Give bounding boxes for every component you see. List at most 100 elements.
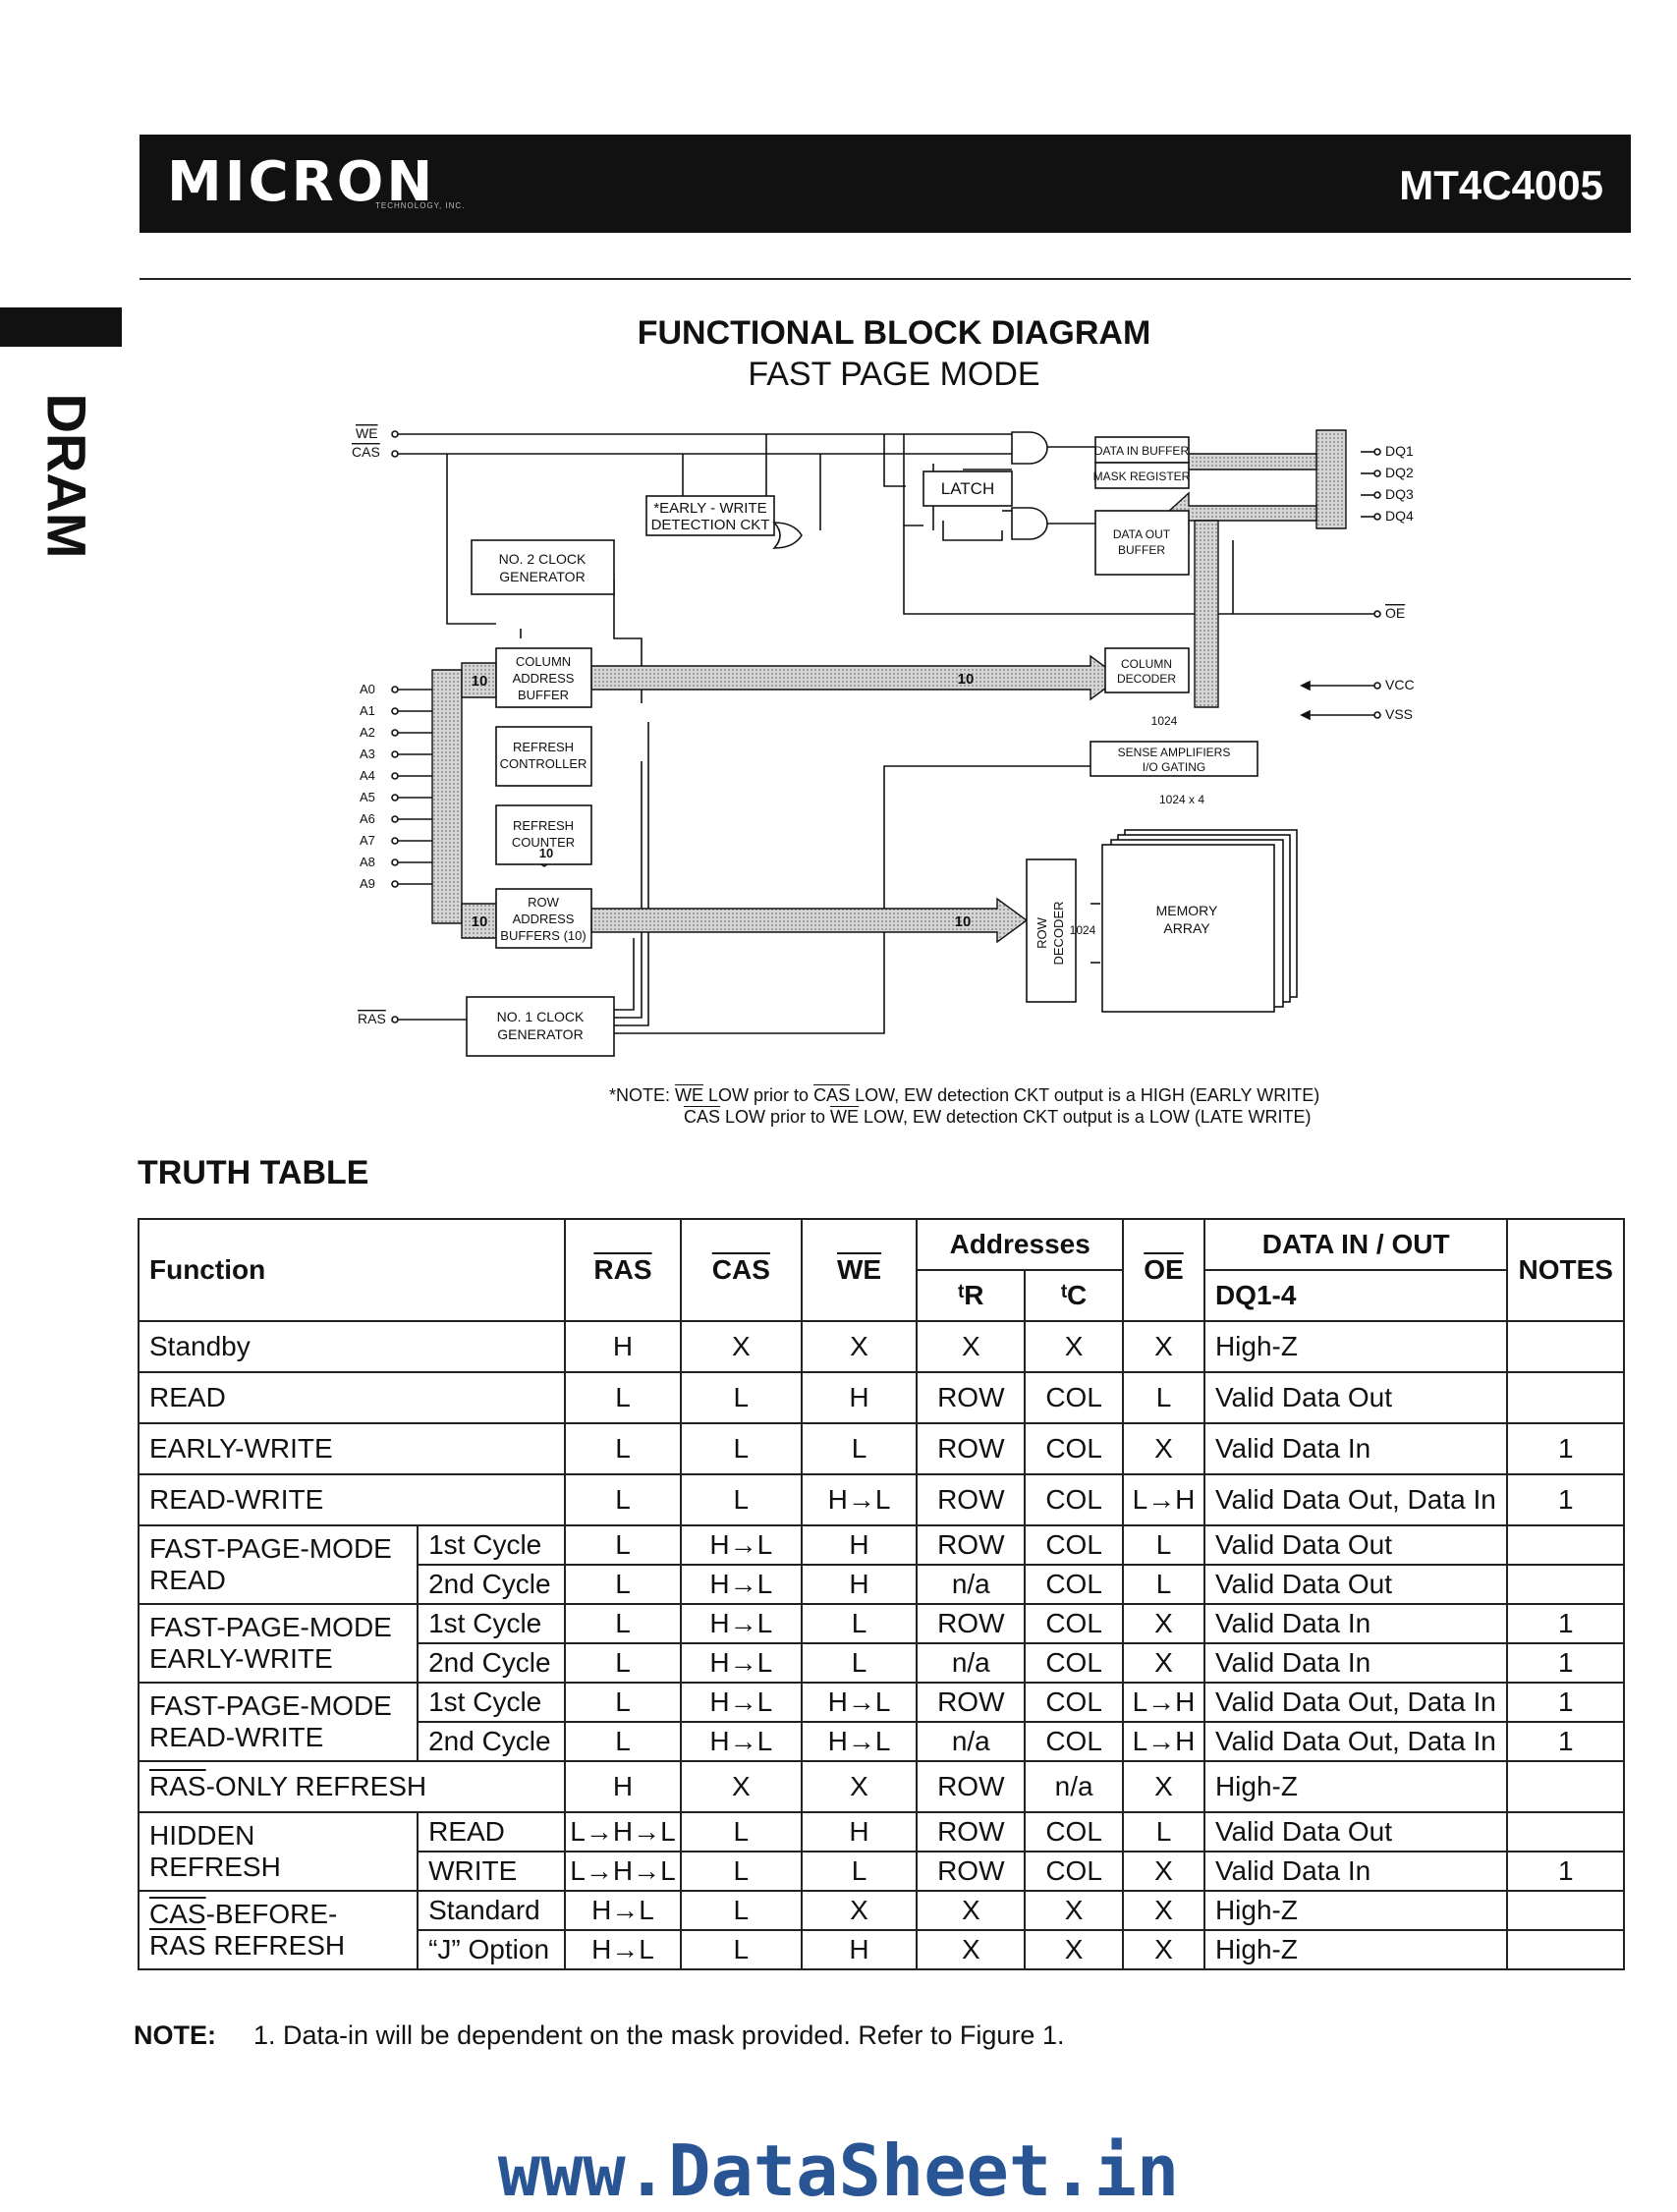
svg-text:ADDRESS: ADDRESS bbox=[513, 671, 575, 686]
row-decoder-block bbox=[1026, 858, 1077, 1003]
ras-label: RAS bbox=[358, 1011, 386, 1026]
refresh-counter-block bbox=[495, 804, 592, 865]
svg-text:ROW: ROW bbox=[528, 895, 560, 910]
or-gate bbox=[772, 522, 803, 549]
data-in-buffer-block bbox=[1094, 436, 1190, 464]
svg-text:BUFFER: BUFFER bbox=[518, 688, 569, 702]
header-tc: ᵗC bbox=[1024, 1269, 1125, 1322]
column-decoder-block bbox=[1104, 647, 1190, 693]
svg-text:I/O GATING: I/O GATING bbox=[1143, 760, 1205, 774]
dq4-label: DQ4 bbox=[1385, 508, 1414, 524]
svg-text:REFRESH: REFRESH bbox=[513, 818, 574, 833]
svg-text:LATCH: LATCH bbox=[941, 479, 994, 498]
we-label: WE bbox=[356, 425, 378, 441]
latch-block bbox=[922, 470, 1013, 507]
a0-label: A0 bbox=[360, 682, 375, 696]
truth-table-title: TRUTH TABLE bbox=[138, 1154, 369, 1191]
a2-label: A2 bbox=[360, 725, 375, 740]
header-tr: ᵗR bbox=[916, 1269, 1027, 1322]
svg-text:10: 10 bbox=[955, 913, 972, 930]
header-cas: CAS bbox=[679, 1218, 803, 1322]
header-oe: OE bbox=[1122, 1218, 1205, 1322]
svg-text:COUNTER: COUNTER bbox=[512, 835, 575, 850]
data-bus-right bbox=[1315, 429, 1347, 529]
header-notes: NOTES bbox=[1506, 1218, 1625, 1322]
refresh-controller-block bbox=[495, 726, 592, 787]
svg-text:MEMORY: MEMORY bbox=[1156, 903, 1218, 918]
a3-label: A3 bbox=[360, 747, 375, 761]
svg-text:DATA IN BUFFER: DATA IN BUFFER bbox=[1094, 444, 1190, 458]
and-gate-out bbox=[1011, 507, 1048, 540]
svg-text:DECODER: DECODER bbox=[1117, 672, 1176, 686]
column-address-buffer-block bbox=[495, 647, 592, 708]
header-function: Function bbox=[138, 1218, 566, 1322]
header-we: WE bbox=[800, 1218, 919, 1322]
svg-text:GENERATOR: GENERATOR bbox=[499, 569, 585, 584]
logo-subtitle: TECHNOLOGY, INC. bbox=[375, 201, 466, 210]
svg-text:DATA OUT: DATA OUT bbox=[1113, 527, 1171, 541]
svg-text:CONTROLLER: CONTROLLER bbox=[500, 756, 587, 771]
truth-table: Function RAS CAS WE Addresses OE DATA IN… bbox=[137, 1218, 1625, 1970]
dq2-label: DQ2 bbox=[1385, 465, 1414, 480]
svg-text:10: 10 bbox=[958, 671, 975, 688]
functional-block-diagram: WE CAS RAS OE VCC VSS DQ1 DQ2 DQ3 DQ4 A0… bbox=[352, 425, 1415, 1057]
svg-text:MASK REGISTER: MASK REGISTER bbox=[1093, 470, 1191, 483]
dq3-label: DQ3 bbox=[1385, 486, 1414, 502]
watermark-link[interactable]: www.DataSheet.in bbox=[497, 2129, 1180, 2212]
diagram-subtitle: FAST PAGE MODE bbox=[748, 356, 1040, 393]
svg-text:1024: 1024 bbox=[1070, 923, 1096, 937]
svg-text:10: 10 bbox=[472, 673, 488, 690]
row-address-buffers-block bbox=[495, 888, 592, 949]
svg-text:10: 10 bbox=[472, 913, 488, 930]
svg-text:BUFFERS (10): BUFFERS (10) bbox=[500, 928, 586, 943]
and-gate-in bbox=[1011, 431, 1048, 465]
a5-label: A5 bbox=[360, 790, 375, 804]
svg-text:ROW: ROW bbox=[1034, 916, 1049, 949]
a1-label: A1 bbox=[360, 703, 375, 718]
svg-text:BUFFER: BUFFER bbox=[1118, 543, 1165, 557]
diagram-note: *NOTE: WE LOW prior to CAS LOW, EW detec… bbox=[609, 1085, 1320, 1127]
sense-amplifiers-block bbox=[1090, 741, 1258, 777]
svg-text:REFRESH: REFRESH bbox=[513, 740, 574, 754]
page-header-bar: MICRON TECHNOLOGY, INC. MT4C4005 bbox=[140, 135, 1631, 233]
address-bus-vertical bbox=[431, 669, 463, 924]
no1-clock-block bbox=[466, 996, 615, 1057]
row-bus-arrow bbox=[590, 897, 1029, 944]
column-bus-arrow bbox=[590, 654, 1122, 701]
a4-label: A4 bbox=[360, 768, 375, 783]
memory-array-block bbox=[1101, 844, 1275, 1013]
svg-text:SENSE AMPLIFIERS: SENSE AMPLIFIERS bbox=[1118, 746, 1231, 759]
header-addresses: Addresses bbox=[916, 1218, 1125, 1271]
svg-text:COLUMN: COLUMN bbox=[516, 654, 571, 669]
side-section-label: DRAM bbox=[35, 393, 98, 559]
svg-text:ARRAY: ARRAY bbox=[1163, 920, 1210, 936]
mask-register-block bbox=[1094, 462, 1190, 489]
data-out-buffer-block bbox=[1094, 510, 1190, 576]
cas-label: CAS bbox=[352, 444, 380, 460]
header-data: DATA IN / OUT bbox=[1202, 1218, 1509, 1271]
svg-text:ADDRESS: ADDRESS bbox=[513, 912, 575, 926]
table-note: NOTE:1. Data-in will be dependent on the… bbox=[134, 2020, 1065, 2050]
svg-text:DECODER: DECODER bbox=[1051, 901, 1066, 965]
oe-label: OE bbox=[1385, 605, 1405, 621]
svg-text:*EARLY - WRITE: *EARLY - WRITE bbox=[653, 500, 766, 517]
no2-clock-block bbox=[471, 539, 615, 595]
svg-text:1024: 1024 bbox=[1151, 714, 1178, 728]
svg-text:GENERATOR: GENERATOR bbox=[497, 1026, 583, 1042]
svg-text:COLUMN: COLUMN bbox=[1121, 657, 1172, 671]
data-out-bus bbox=[1165, 491, 1317, 534]
